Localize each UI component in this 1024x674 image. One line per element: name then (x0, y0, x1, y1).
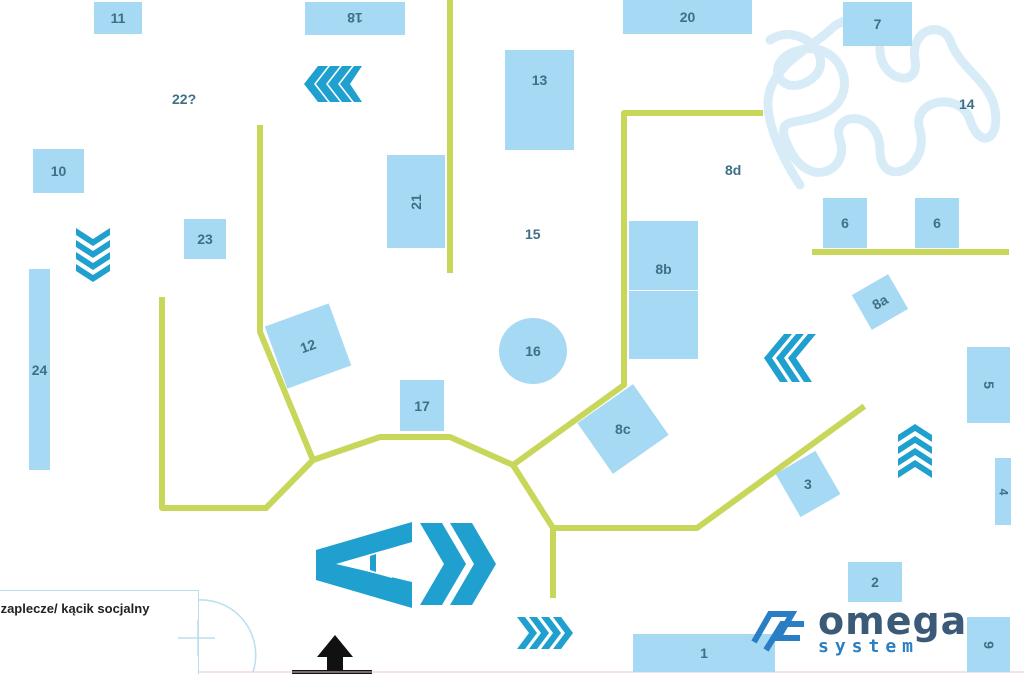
stand-10[interactable]: 10 (33, 149, 84, 193)
back-room-label: zaplecze/ kącik socjalny (0, 601, 150, 616)
omega-logo-icon (751, 611, 804, 652)
stand-7[interactable]: 7 (843, 2, 912, 46)
chevron-right-icon (517, 617, 573, 649)
chevron-left-icon (304, 66, 362, 102)
stand-18[interactable]: 18 (305, 2, 405, 35)
stand-22-label[interactable]: 22? (172, 91, 197, 107)
wall-line (257, 110, 763, 468)
door-arc (197, 599, 257, 673)
stand-8d-label[interactable]: 8d (725, 162, 742, 178)
stand-11[interactable]: 11 (94, 2, 142, 34)
stand-divider (629, 290, 698, 291)
wall-line (159, 297, 318, 511)
entrance-arrow-icon (317, 635, 353, 671)
chevron-up-icon (898, 424, 932, 478)
stand-20[interactable]: 20 (623, 0, 752, 34)
stand-17[interactable]: 17 (400, 380, 444, 431)
stand-4-label: 4 (996, 488, 1010, 495)
stand-9[interactable]: 9 (967, 617, 1010, 672)
stand-15-label[interactable]: 15 (525, 226, 541, 242)
wall-line (508, 460, 556, 598)
stand-21[interactable]: 21 (387, 155, 445, 248)
logo-name: omega (818, 599, 968, 643)
stand-21-label: 21 (407, 193, 424, 210)
stand-3-label: 3 (804, 476, 812, 493)
stand-14-label[interactable]: 14 (959, 96, 975, 112)
stand-8c-label: 8c (615, 421, 631, 438)
chevron-right-icon (420, 523, 496, 605)
stand-6[interactable]: 6 (823, 198, 867, 248)
stand-6[interactable]: 6 (915, 198, 959, 248)
wall-line (550, 403, 867, 531)
stand-16[interactable]: 16 (499, 318, 567, 384)
stand-2[interactable]: 2 (848, 562, 902, 602)
stand-9-label: 9 (980, 640, 997, 649)
back-room: zaplecze/ kącik socjalny (0, 590, 199, 674)
stand-8a-label: 8a (869, 291, 891, 313)
stand-5[interactable]: 5 (967, 347, 1010, 423)
stand-1[interactable]: 1 (633, 634, 775, 672)
logo-sub: system (818, 636, 920, 657)
letter-a-icon (316, 522, 412, 608)
stand-13[interactable]: 13 (505, 50, 574, 150)
stand-5-label: 5 (980, 381, 997, 389)
stand-24[interactable]: 24 (29, 269, 50, 470)
stand-23[interactable]: 23 (184, 219, 226, 259)
chevron-down-icon (76, 228, 110, 282)
stand-4[interactable]: 4 (995, 458, 1011, 525)
chevron-left-icon (764, 334, 816, 382)
